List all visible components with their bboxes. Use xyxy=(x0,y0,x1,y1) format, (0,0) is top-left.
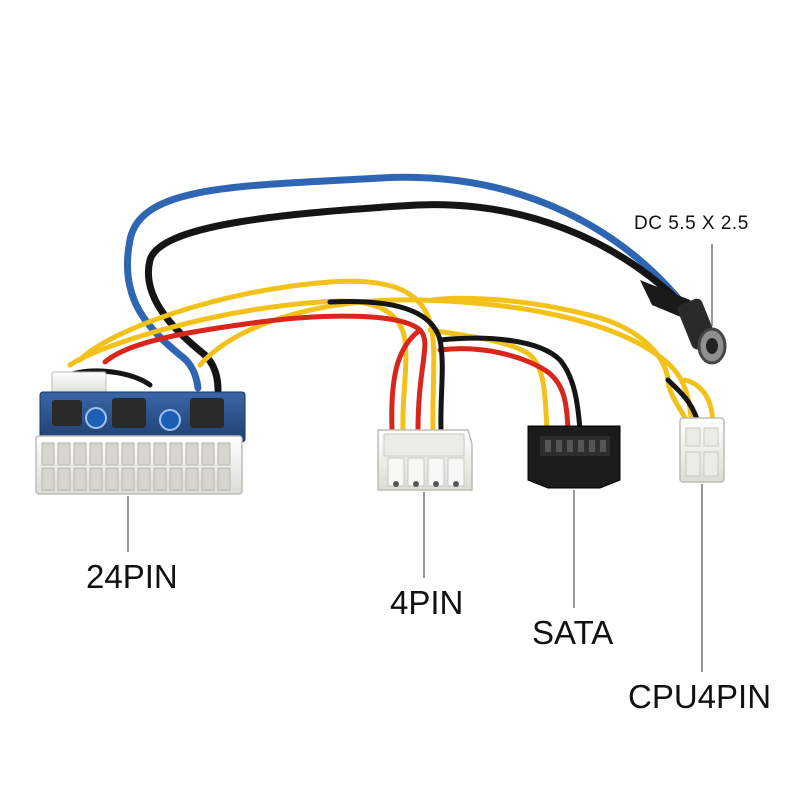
black-wire xyxy=(145,201,694,394)
red-wire-sata xyxy=(437,346,571,433)
pin4-connector xyxy=(377,429,473,578)
pin24-module xyxy=(35,371,246,552)
yellow-wire-sata-a xyxy=(427,327,550,433)
sata-connector xyxy=(527,425,621,608)
cpu4pin-connector xyxy=(679,417,725,672)
red-wire-2 xyxy=(389,327,423,433)
yellow-wire-1 xyxy=(77,278,437,433)
label-dc-jack: DC 5.5 X 2.5 xyxy=(634,213,749,234)
red-wire-1 xyxy=(102,313,428,433)
blue-wire xyxy=(123,173,699,392)
yellow-wire-4 xyxy=(429,295,603,321)
yellow-wire-sata-b xyxy=(597,315,693,433)
label-sata: SATA xyxy=(532,614,614,651)
black-wire-sata xyxy=(437,335,583,433)
label-cpu4pin: CPU4PIN xyxy=(628,678,772,715)
dc-jack xyxy=(640,280,727,365)
label-24pin: 24PIN xyxy=(86,558,178,595)
label-4pin: 4PIN xyxy=(390,584,464,621)
wire-bundle xyxy=(57,173,716,433)
